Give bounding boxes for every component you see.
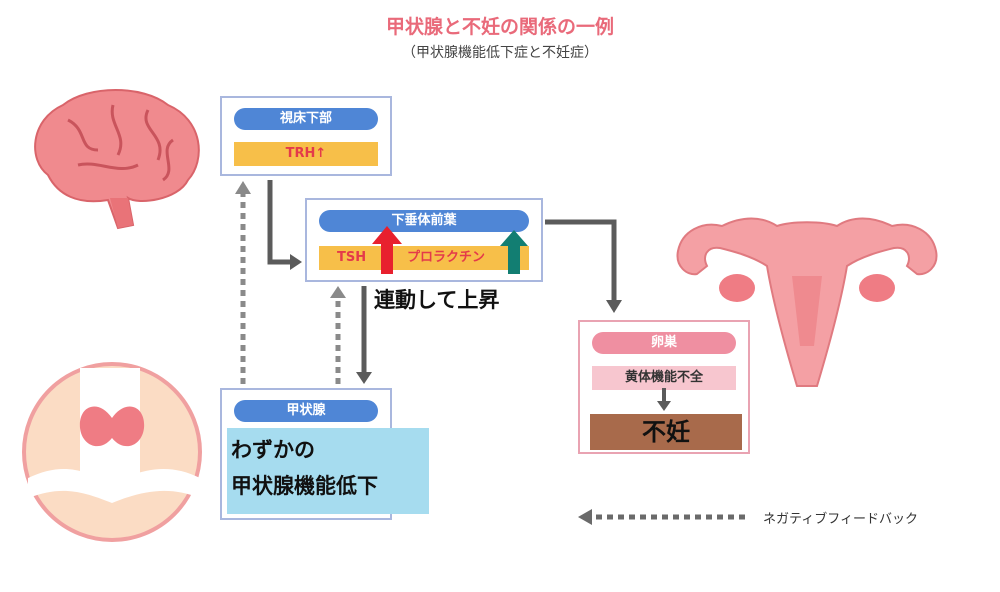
pituitary-box: 下垂体前葉 TSH プロラクチン: [305, 198, 543, 282]
hypothalamus-to-pituitary-arrow: [267, 180, 290, 265]
hypothalamus-label: 視床下部: [234, 108, 378, 130]
thyroid-line2: 甲状腺機能低下: [231, 474, 378, 498]
luteal-insufficiency: 黄体機能不全: [592, 366, 736, 390]
linked-rise-text: 連動して上昇: [374, 288, 500, 312]
pituitary-label: 下垂体前葉: [319, 210, 529, 232]
thyroid-label: 甲状腺: [234, 400, 378, 422]
brain-icon: [34, 89, 200, 230]
prolactin-up-arrow-icon: [500, 230, 528, 274]
ovary-label: 卵巣: [592, 332, 736, 354]
pituitary-hormone-bar: TSH プロラクチン: [319, 246, 529, 270]
thyroid-line1: わずかの: [231, 438, 315, 462]
prolactin-label: プロラクチン: [407, 250, 486, 265]
infertility-box: 不妊: [590, 414, 742, 450]
ovary-box: 卵巣 黄体機能不全 不妊: [578, 320, 750, 454]
hypothalamus-box: 視床下部 TRH↑: [220, 96, 392, 176]
legend-label: ネガティブフィードバック: [763, 512, 918, 527]
thyroid-illustration-icon: [22, 362, 202, 542]
diagram-title: 甲状腺と不妊の関係の一例: [385, 16, 614, 38]
tsh-label: TSH: [337, 250, 367, 265]
thyroid-hypofunction-panel: わずかの 甲状腺機能低下: [227, 428, 429, 514]
pituitary-to-ovary-arrow: [545, 219, 617, 300]
diagram-subtitle: （甲状腺機能低下症と不妊症）: [402, 45, 598, 61]
tsh-up-arrow-icon: [372, 226, 402, 274]
trh-bar: TRH↑: [234, 142, 378, 166]
uterus-icon: [676, 217, 938, 387]
